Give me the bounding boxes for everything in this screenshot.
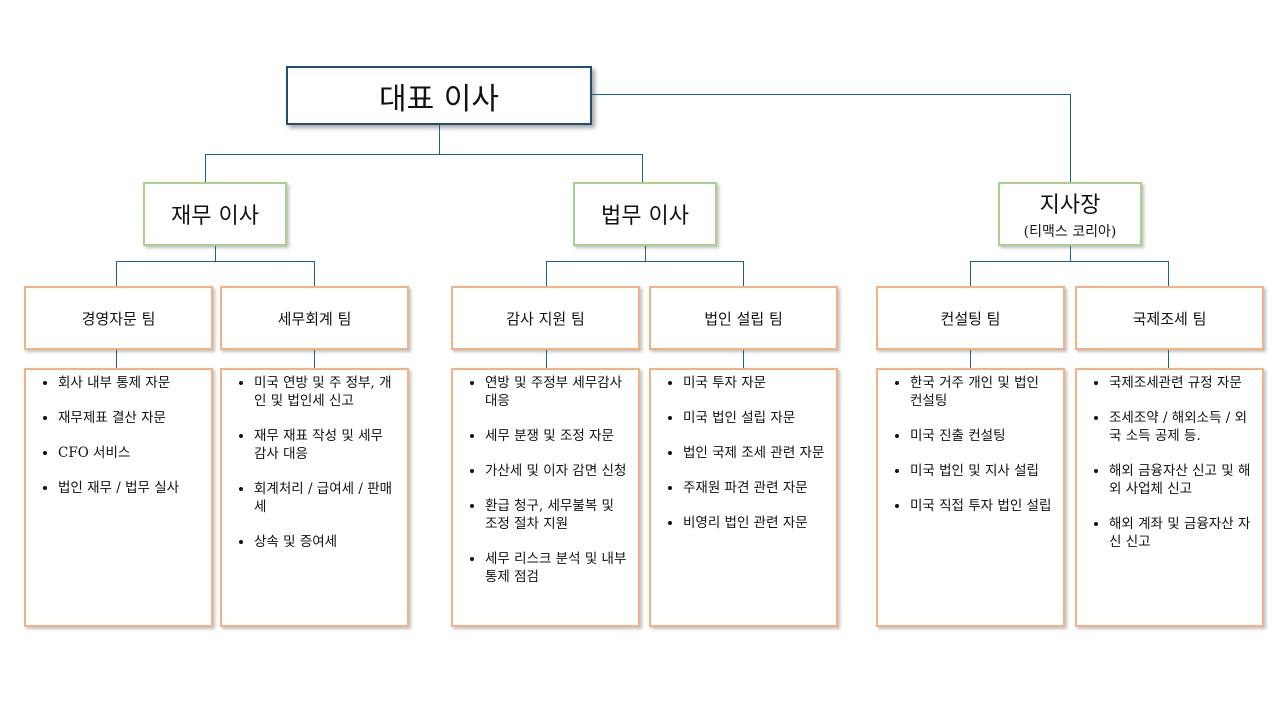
list-item: 세무 분쟁 및 조정 자문 bbox=[485, 427, 628, 445]
list-item: 주재원 파견 관련 자문 bbox=[683, 479, 826, 497]
list-item: 법인 국제 조세 관련 자문 bbox=[683, 444, 826, 462]
connector-line bbox=[314, 261, 315, 286]
connector-line bbox=[645, 246, 646, 261]
director-subtitle: (티맥스 코리아) bbox=[1023, 224, 1117, 240]
list-item: 해외 금융자산 신고 및 해외 사업체 신고 bbox=[1109, 462, 1252, 498]
connector-line bbox=[743, 261, 744, 286]
list-item: 재무 재표 작성 및 세무 감사 대응 bbox=[254, 427, 397, 463]
list-item: 회사 내부 통제 자문 bbox=[58, 374, 201, 392]
connector-line bbox=[314, 350, 315, 368]
connector-line bbox=[970, 350, 971, 368]
connector-line bbox=[116, 261, 117, 286]
connector-line bbox=[970, 261, 971, 286]
connector-line bbox=[116, 350, 117, 368]
director-title: 재무 이사 bbox=[171, 204, 259, 229]
team-name: 세무회계 팀 bbox=[277, 309, 352, 328]
connector-line bbox=[1168, 350, 1169, 368]
team-services-list-0-1: 미국 연방 및 주 정부, 개인 및 법인세 신고재무 재표 작성 및 세무 감… bbox=[220, 368, 409, 627]
connector-line bbox=[215, 246, 216, 261]
ceo-title: 대표 이사 bbox=[379, 81, 499, 117]
list-item: 미국 연방 및 주 정부, 개인 및 법인세 신고 bbox=[254, 374, 397, 410]
team-name: 국제조세 팀 bbox=[1132, 309, 1207, 328]
services-list: 한국 거주 개인 및 법인 컨설팅미국 진출 컨설팅미국 법인 및 지사 설립미… bbox=[884, 374, 1053, 515]
team-box-0-0: 경영자문 팀 bbox=[24, 286, 213, 350]
ceo-box: 대표 이사 bbox=[286, 66, 592, 125]
team-box-2-1: 국제조세 팀 bbox=[1075, 286, 1264, 350]
connector-line bbox=[546, 261, 743, 262]
list-item: 가산세 및 이자 감면 신청 bbox=[485, 462, 628, 480]
list-item: 미국 법인 설립 자문 bbox=[683, 409, 826, 427]
connector-line bbox=[546, 350, 547, 368]
connector-line bbox=[970, 261, 1168, 262]
team-services-list-1-0: 연방 및 주정부 세무감사 대응세무 분쟁 및 조정 자문가산세 및 이자 감면… bbox=[451, 368, 640, 627]
director-box-1: 법무 이사 bbox=[573, 182, 717, 246]
team-name: 법인 설립 팀 bbox=[704, 309, 783, 328]
list-item: 조세조약 / 해외소득 / 외국 소득 공제 등. bbox=[1109, 409, 1252, 445]
services-list: 미국 투자 자문미국 법인 설립 자문법인 국제 조세 관련 자문주재원 파견 … bbox=[657, 374, 826, 532]
connector-line bbox=[1070, 246, 1071, 261]
list-item: 재무제표 결산 자문 bbox=[58, 409, 201, 427]
connector-line bbox=[592, 94, 1070, 95]
connector-line bbox=[1070, 94, 1071, 183]
team-name: 컨설팅 팀 bbox=[940, 309, 1001, 328]
team-services-list-2-1: 국제조세관련 규정 자문조세조약 / 해외소득 / 외국 소득 공제 등. 해외 … bbox=[1075, 368, 1264, 627]
team-name: 감사 지원 팀 bbox=[506, 309, 585, 328]
connector-line bbox=[116, 261, 314, 262]
director-box-2: 지사장 (티맥스 코리아) bbox=[998, 182, 1142, 246]
team-box-0-1: 세무회계 팀 bbox=[220, 286, 409, 350]
team-box-1-0: 감사 지원 팀 bbox=[451, 286, 640, 350]
list-item: 회계처리 / 급여세 / 판매세 bbox=[254, 480, 397, 516]
services-list: 연방 및 주정부 세무감사 대응세무 분쟁 및 조정 자문가산세 및 이자 감면… bbox=[459, 374, 628, 586]
team-services-list-0-0: 회사 내부 통제 자문재무제표 결산 자문 CFO 서비스법인 재무 / 법무 실… bbox=[24, 368, 213, 627]
team-box-1-1: 법인 설립 팀 bbox=[649, 286, 838, 350]
connector-line bbox=[1168, 261, 1169, 286]
director-box-0: 재무 이사 bbox=[143, 182, 287, 246]
list-item: CFO 서비스 bbox=[58, 444, 201, 462]
connector-line bbox=[439, 125, 440, 154]
list-item: 미국 투자 자문 bbox=[683, 374, 826, 392]
services-list: 미국 연방 및 주 정부, 개인 및 법인세 신고재무 재표 작성 및 세무 감… bbox=[228, 374, 397, 551]
connector-line bbox=[642, 154, 643, 182]
connector-line bbox=[205, 154, 206, 182]
list-item: 비영리 법인 관련 자문 bbox=[683, 514, 826, 532]
services-list: 국제조세관련 규정 자문조세조약 / 해외소득 / 외국 소득 공제 등. 해외 … bbox=[1083, 374, 1252, 551]
list-item: 국제조세관련 규정 자문 bbox=[1109, 374, 1252, 392]
services-list: 회사 내부 통제 자문재무제표 결산 자문 CFO 서비스법인 재무 / 법무 실… bbox=[32, 374, 201, 497]
list-item: 해외 계좌 및 금융자산 자신 신고 bbox=[1109, 515, 1252, 551]
team-services-list-1-1: 미국 투자 자문미국 법인 설립 자문법인 국제 조세 관련 자문주재원 파견 … bbox=[649, 368, 838, 627]
team-name: 경영자문 팀 bbox=[81, 309, 156, 328]
list-item: 미국 법인 및 지사 설립 bbox=[910, 462, 1053, 480]
list-item: 한국 거주 개인 및 법인 컨설팅 bbox=[910, 374, 1053, 410]
list-item: 연방 및 주정부 세무감사 대응 bbox=[485, 374, 628, 410]
director-title: 지사장 bbox=[1039, 193, 1101, 218]
list-item: 환급 청구, 세무불복 및 조정 절차 지원 bbox=[485, 497, 628, 533]
connector-line bbox=[743, 350, 744, 368]
list-item: 미국 직접 투자 법인 설립 bbox=[910, 497, 1053, 515]
list-item: 세무 리스크 분석 및 내부 통제 점검 bbox=[485, 550, 628, 586]
connector-line bbox=[205, 154, 642, 155]
team-services-list-2-0: 한국 거주 개인 및 법인 컨설팅미국 진출 컨설팅미국 법인 및 지사 설립미… bbox=[876, 368, 1065, 627]
team-box-2-0: 컨설팅 팀 bbox=[876, 286, 1065, 350]
director-title: 법무 이사 bbox=[601, 204, 689, 229]
connector-line bbox=[546, 261, 547, 286]
list-item: 상속 및 증여세 bbox=[254, 533, 397, 551]
list-item: 미국 진출 컨설팅 bbox=[910, 427, 1053, 445]
list-item: 법인 재무 / 법무 실사 bbox=[58, 479, 201, 497]
